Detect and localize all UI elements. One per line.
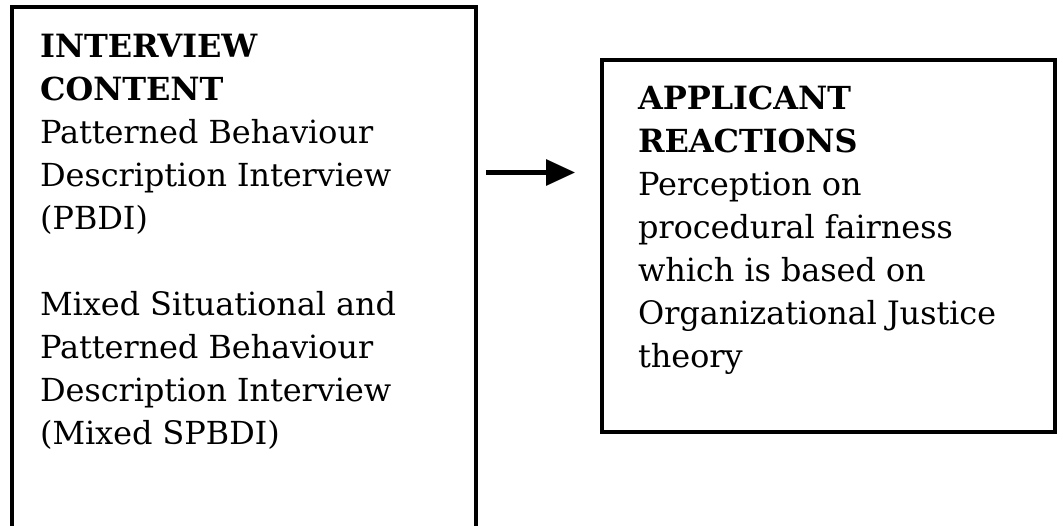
node-body-line: Patterned Behaviour [40, 113, 374, 151]
node-body-line: Patterned Behaviour [40, 328, 374, 366]
node-body-line: Description Interview [40, 371, 391, 409]
node-heading-line: INTERVIEW [40, 27, 258, 65]
paragraph-spacer [40, 240, 470, 283]
node-body-line: (Mixed SPBDI) [40, 414, 280, 452]
node-heading-line: CONTENT [40, 70, 224, 108]
node-body-line: procedural fairness [638, 208, 953, 246]
node-body-line: (PBDI) [40, 199, 148, 237]
node-body-line: theory [638, 337, 743, 375]
node-body-line: which is based on [638, 251, 926, 289]
node-applicant-reactions[interactable]: APPLICANT REACTIONS Perception on proced… [600, 58, 1057, 434]
node-body-line: Perception on [638, 165, 862, 203]
node-interview-content[interactable]: INTERVIEW CONTENT Patterned Behaviour De… [10, 5, 478, 526]
node-body-line: Organizational Justice [638, 294, 996, 332]
node-applicant-reactions-text: APPLICANT REACTIONS Perception on proced… [638, 77, 1053, 378]
arrow-right-icon [486, 159, 575, 186]
node-body-line: Mixed Situational and [40, 285, 396, 323]
node-heading-line: REACTIONS [638, 122, 858, 160]
node-heading-line: APPLICANT [638, 79, 851, 117]
node-interview-content-text: INTERVIEW CONTENT Patterned Behaviour De… [40, 25, 470, 455]
node-body-line: Description Interview [40, 156, 391, 194]
